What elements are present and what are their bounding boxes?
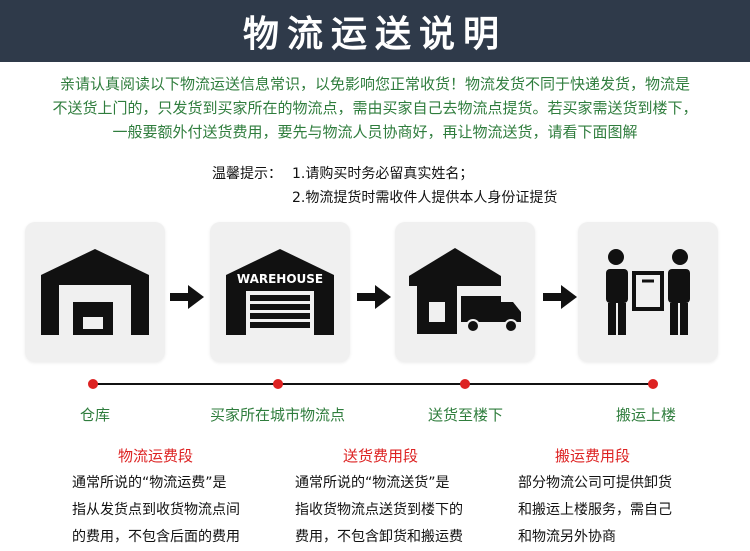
tip-item: 2.物流提货时需收件人提供本人身份证提货: [292, 190, 558, 206]
carry-upstairs-card: [578, 222, 718, 362]
section-title: 搬运费用段: [555, 447, 631, 465]
section-text: 部分物流公司可提供卸货 和搬运上楼服务，需自己 和物流另外协商: [518, 470, 708, 551]
warehouse-building-icon: WAREHOUSE: [226, 249, 334, 335]
section-text: 通常所说的“物流送货”是 指收货物流点送货到楼下的 费用，不包含卸货和搬运费: [295, 470, 485, 551]
section-text: 通常所说的“物流运费”是 指从发货点到收货物流点间 的费用，不包含后面的费用: [72, 470, 262, 551]
timeline: [93, 383, 653, 385]
stage-label: 搬运上楼: [616, 406, 677, 424]
intro-line: 一般要额外付送货费用，要先与物流人员协商好，再让物流送货，请看下面图解: [112, 123, 638, 141]
warehouse-icon: [41, 249, 149, 335]
section-line: 费用，不包含卸货和搬运费: [295, 529, 463, 545]
people-carrying-box-icon: [606, 249, 690, 335]
section-line: 部分物流公司可提供卸货: [518, 475, 672, 491]
intro-line: 亲请认真阅读以下物流运送信息常识，以免影响您正常收货！物流发货不同于快递发货，物…: [59, 75, 690, 93]
stage-label: 仓库: [80, 406, 111, 424]
logistics-point-card: WAREHOUSE: [210, 222, 350, 362]
section-line: 的费用，不包含后面的费用: [72, 529, 240, 545]
section-line: 通常所说的“物流运费”是: [72, 475, 227, 491]
section-line: 和搬运上楼服务，需自己: [518, 502, 672, 518]
stage-label: 买家所在城市物流点: [210, 406, 346, 424]
section-title: 物流运费段: [118, 447, 194, 465]
arrow-right-icon: [170, 285, 204, 309]
intro-text: 亲请认真阅读以下物流运送信息常识，以免影响您正常收货！物流发货不同于快递发货，物…: [42, 72, 708, 144]
warehouse-card: [25, 222, 165, 362]
warehouse-sign: WAREHOUSE: [237, 272, 323, 286]
section-line: 指收货物流点送货到楼下的: [295, 502, 463, 518]
stage-label: 送货至楼下: [428, 406, 504, 424]
tips-label: 温馨提示：: [212, 166, 282, 182]
tips: 温馨提示： 1.请购买时务必留真实姓名； 2.物流提货时需收件人提供本人身份证提…: [212, 162, 557, 210]
intro-line: 不送货上门的，只发货到买家所在的物流点，需由买家自己去物流点提货。若买家需送货到…: [52, 99, 698, 117]
delivery-card: [395, 222, 535, 362]
section-title: 送货费用段: [343, 447, 419, 465]
section-line: 指从发货点到收货物流点间: [72, 502, 240, 518]
page-title: 物流运送说明: [242, 14, 507, 55]
section-line: 和物流另外协商: [518, 529, 616, 545]
page-header: 物流运送说明: [0, 0, 750, 62]
house-truck-icon: [409, 248, 521, 334]
timeline-dot: [88, 379, 98, 389]
arrow-right-icon: [357, 285, 391, 309]
tip-item: 1.请购买时务必留真实姓名；: [292, 166, 474, 182]
timeline-dot: [460, 379, 470, 389]
section-line: 通常所说的“物流送货”是: [295, 475, 450, 491]
timeline-dot: [273, 379, 283, 389]
timeline-dot: [648, 379, 658, 389]
arrow-right-icon: [543, 285, 577, 309]
